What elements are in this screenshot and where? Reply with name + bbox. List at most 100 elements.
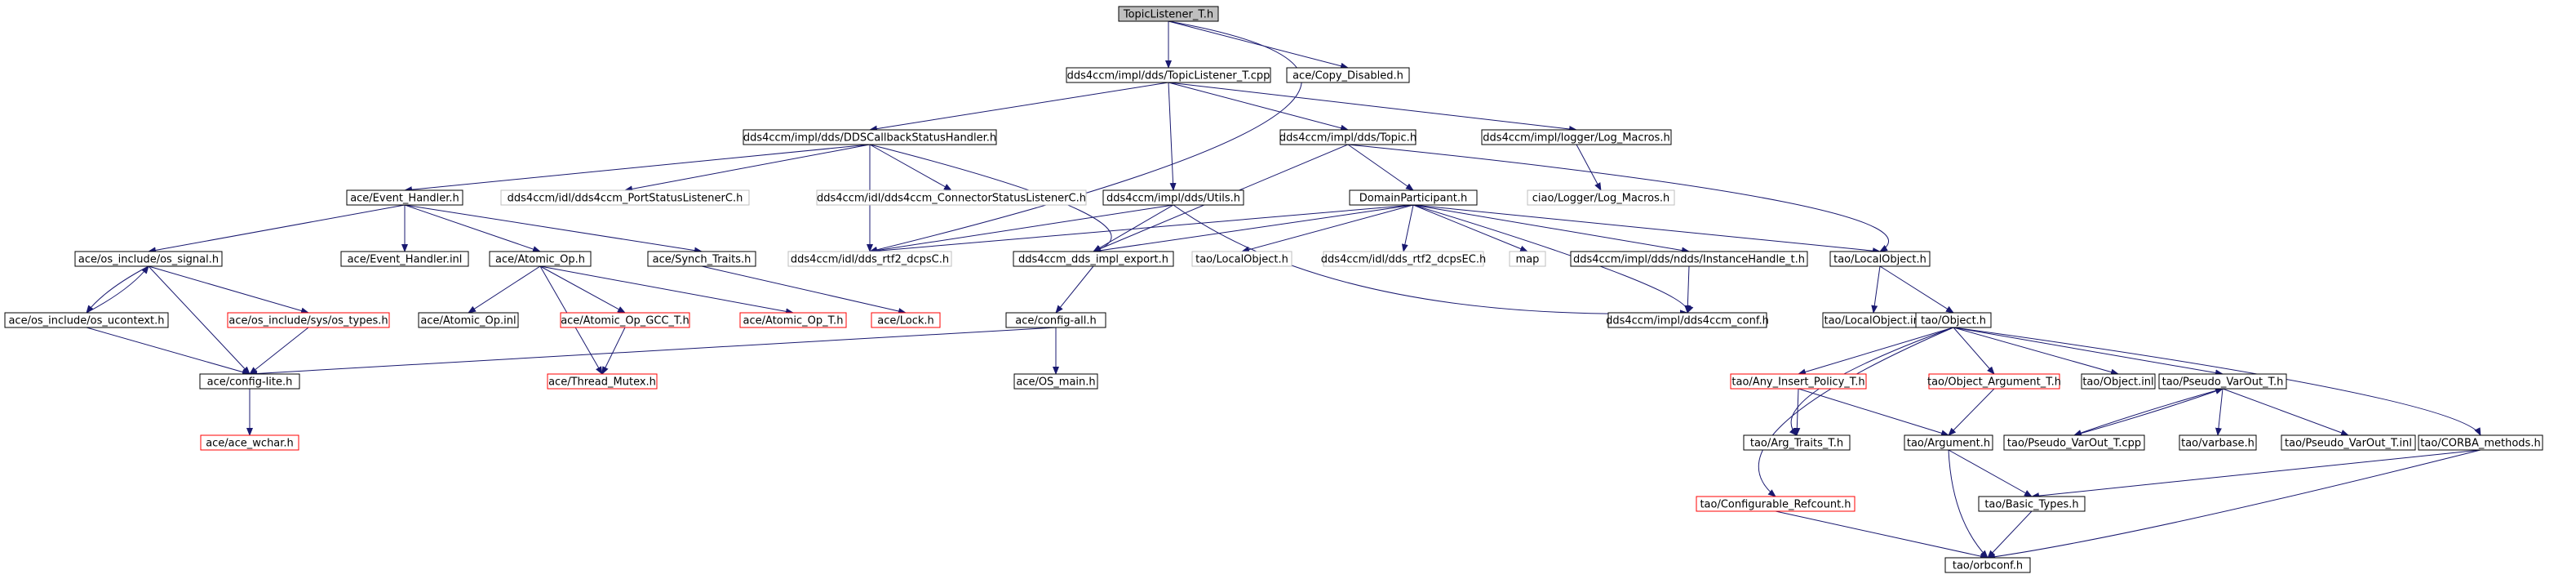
node-orbconf[interactable]: tao/orbconf.h xyxy=(1944,557,2031,573)
node-arg-traits[interactable]: tao/Arg_Traits_T.h xyxy=(1743,434,1851,451)
node-box xyxy=(1013,251,1174,267)
node-corba-methods[interactable]: tao/CORBA_methods.h xyxy=(2418,434,2543,451)
node-tao-object-h[interactable]: tao/Object.h xyxy=(1915,312,1992,328)
node-label: dds4ccm/impl/dds/Topic.h xyxy=(1279,132,1417,145)
node-label: dds4ccm/impl/dds/Utils.h xyxy=(1106,193,1240,205)
edge-object_argument-to-tao_argument xyxy=(1948,388,1995,436)
node-label: ace/os_include/sys/os_types.h xyxy=(228,315,388,327)
node-label: dds4ccm/idl/dds4ccm_ConnectorStatusListe… xyxy=(817,193,1086,205)
node-tao-argument[interactable]: tao/Argument.h xyxy=(1904,434,1993,451)
node-thread-mutex: ace/Thread_Mutex.h xyxy=(547,373,658,390)
node-label: tao/LocalObject.inl xyxy=(1824,315,1922,327)
edge-dds_topic-to-tao_localobject_h xyxy=(1347,144,1889,252)
node-atomic-op[interactable]: ace/Atomic_Op.h xyxy=(489,251,592,267)
node-dds-topic[interactable]: dds4ccm/impl/dds/Topic.h xyxy=(1279,129,1417,145)
edge-pseudo_var_h-to-pseudo_var_inl xyxy=(2222,388,2349,436)
node-label: dds4ccm/impl/dds/TopicListener_T.cpp xyxy=(1067,70,1270,82)
node-basic-types[interactable]: tao/Basic_Types.h xyxy=(1978,496,2086,512)
node-label: ace/OS_main.h xyxy=(1016,376,1095,389)
node-synch-traits[interactable]: ace/Synch_Traits.h xyxy=(647,251,756,267)
node-tao-object-inl[interactable]: tao/Object.inl xyxy=(2081,373,2156,390)
edge-topic_listener_cpp-to-log_macros_h xyxy=(1168,82,1577,132)
node-label: ace/Atomic_Op_T.h xyxy=(743,315,844,327)
edge-domain_participant-to-rtf2_dcpsec xyxy=(1401,204,1414,252)
node-box xyxy=(1944,557,2031,573)
node-box xyxy=(1066,67,1271,83)
node-label: tao/LocalObject.h xyxy=(1833,254,1926,266)
node-dds-callback[interactable]: dds4ccm/impl/dds/DDSCallbackStatusHandle… xyxy=(743,129,997,145)
node-box xyxy=(4,312,169,328)
node-box xyxy=(227,312,390,328)
edge-event_handler-to-atomic_op xyxy=(404,204,541,252)
node-copy-disabled[interactable]: ace/Copy_Disabled.h xyxy=(1286,67,1410,83)
node-box xyxy=(1102,189,1244,206)
edge-tao_object_h-to-arg_traits xyxy=(1789,327,1954,436)
edge-dds_utils-to-dds_impl_export xyxy=(1093,204,1174,252)
file-nodes: TopicListener_T.h dds4ccm/impl/dds/TopicL… xyxy=(4,6,2543,573)
edge-domain_participant-to-map xyxy=(1412,204,1528,252)
edge-corba_methods-to-basic_types xyxy=(2031,449,2481,500)
node-label: ace/os_include/os_ucontext.h xyxy=(8,315,164,327)
node-instance-handle[interactable]: dds4ccm/impl/dds/ndds/InstanceHandle_t.h xyxy=(1570,251,1808,267)
node-tao-localobject-h[interactable]: tao/LocalObject.h xyxy=(1829,251,1931,267)
node-domain-participant[interactable]: DomainParticipant.h xyxy=(1349,189,1478,206)
node-label: tao/Configurable_Refcount.h xyxy=(1700,499,1851,511)
node-label: ace/Atomic_Op.h xyxy=(495,254,585,266)
node-ace-lock: ace/Lock.h xyxy=(871,312,941,328)
node-box xyxy=(2179,434,2257,451)
node-config-all[interactable]: ace/config-all.h xyxy=(1005,312,1106,328)
edge-domain_participant-to-tao_localobject_h xyxy=(1412,204,1881,255)
edge-configurable_refcount-to-orbconf xyxy=(1775,510,1989,559)
node-box xyxy=(500,189,750,206)
edge-domain_participant-to-rtf2_dcpsc xyxy=(869,204,1414,255)
node-varbase[interactable]: tao/varbase.h xyxy=(2179,434,2257,451)
node-tao-localobject-inl[interactable]: tao/LocalObject.inl xyxy=(1822,312,1925,328)
node-os-main[interactable]: ace/OS_main.h xyxy=(1013,373,1098,390)
node-label: ace/ace_wchar.h xyxy=(206,438,294,450)
node-label: DomainParticipant.h xyxy=(1359,193,1467,205)
node-box xyxy=(1527,189,1675,206)
node-label: ace/Lock.h xyxy=(877,315,934,327)
node-os-signal[interactable]: ace/os_include/os_signal.h xyxy=(74,251,223,267)
edge-tao_object_h-to-object_argument xyxy=(1953,327,1995,375)
node-event-handler-inl[interactable]: ace/Event_Handler.inl xyxy=(340,251,469,267)
node-pseudo-var-cpp[interactable]: tao/Pseudo_VarOut_T.cpp xyxy=(2003,434,2145,451)
node-label: ace/config-all.h xyxy=(1015,315,1097,327)
node-dds4ccm-conf[interactable]: dds4ccm/impl/dds4ccm_conf.h xyxy=(1606,312,1769,328)
node-ciao-log-macros: ciao/Logger/Log_Macros.h xyxy=(1527,189,1675,206)
node-event-handler[interactable]: ace/Event_Handler.h xyxy=(346,189,463,206)
node-os-types: ace/os_include/sys/os_types.h xyxy=(227,312,390,328)
node-map: map xyxy=(1509,251,1546,267)
node-label: dds4ccm/idl/dds4ccm_PortStatusListenerC.… xyxy=(508,193,743,205)
node-atomic-op-inl[interactable]: ace/Atomic_Op.inl xyxy=(418,312,519,328)
node-topic-listener-h[interactable]: TopicListener_T.h xyxy=(1118,6,1219,22)
node-os-ucontext[interactable]: ace/os_include/os_ucontext.h xyxy=(4,312,169,328)
node-dds-impl-export[interactable]: dds4ccm_dds_impl_export.h xyxy=(1013,251,1174,267)
node-box xyxy=(1349,189,1478,206)
node-label: tao/Object.inl xyxy=(2082,376,2153,389)
node-label: tao/Pseudo_VarOut_T.cpp xyxy=(2007,438,2141,450)
node-ace-wchar: ace/ace_wchar.h xyxy=(200,434,299,451)
node-pseudo-var-inl[interactable]: tao/Pseudo_VarOut_T.inl xyxy=(2281,434,2416,451)
node-box xyxy=(346,189,463,206)
node-label: tao/Argument.h xyxy=(1907,438,1990,450)
node-label: tao/Any_Insert_Policy_T.h xyxy=(1731,376,1864,389)
edge-dds_impl_export-to-config_all xyxy=(1055,265,1094,314)
node-pseudo-var-h[interactable]: tao/Pseudo_VarOut_T.h xyxy=(2158,373,2287,390)
node-log-macros-h[interactable]: dds4ccm/impl/logger/Log_Macros.h xyxy=(1481,129,1672,145)
node-topic-listener-cpp[interactable]: dds4ccm/impl/dds/TopicListener_T.cpp xyxy=(1066,67,1271,83)
node-rtf2-dcpsec: dds4ccm/idl/dds_rtf2_dcpsEC.h xyxy=(1321,251,1486,267)
node-label: tao/orbconf.h xyxy=(1953,560,2023,572)
node-dds-utils[interactable]: dds4ccm/impl/dds/Utils.h xyxy=(1102,189,1244,206)
edge-topic_listener_cpp-to-dds_callback xyxy=(869,82,1169,132)
node-box xyxy=(1279,129,1417,145)
node-box xyxy=(1570,251,1808,267)
node-config-lite[interactable]: ace/config-lite.h xyxy=(199,373,300,390)
node-label: tao/Basic_Types.h xyxy=(1984,499,2078,511)
edge-tao_localobject_h-to-tao_object_h xyxy=(1879,265,1954,314)
edge-event_handler-to-synch_traits xyxy=(404,204,703,254)
node-box xyxy=(74,251,223,267)
node-box xyxy=(1286,67,1410,83)
edge-dds_topic-to-domain_participant xyxy=(1347,144,1414,191)
